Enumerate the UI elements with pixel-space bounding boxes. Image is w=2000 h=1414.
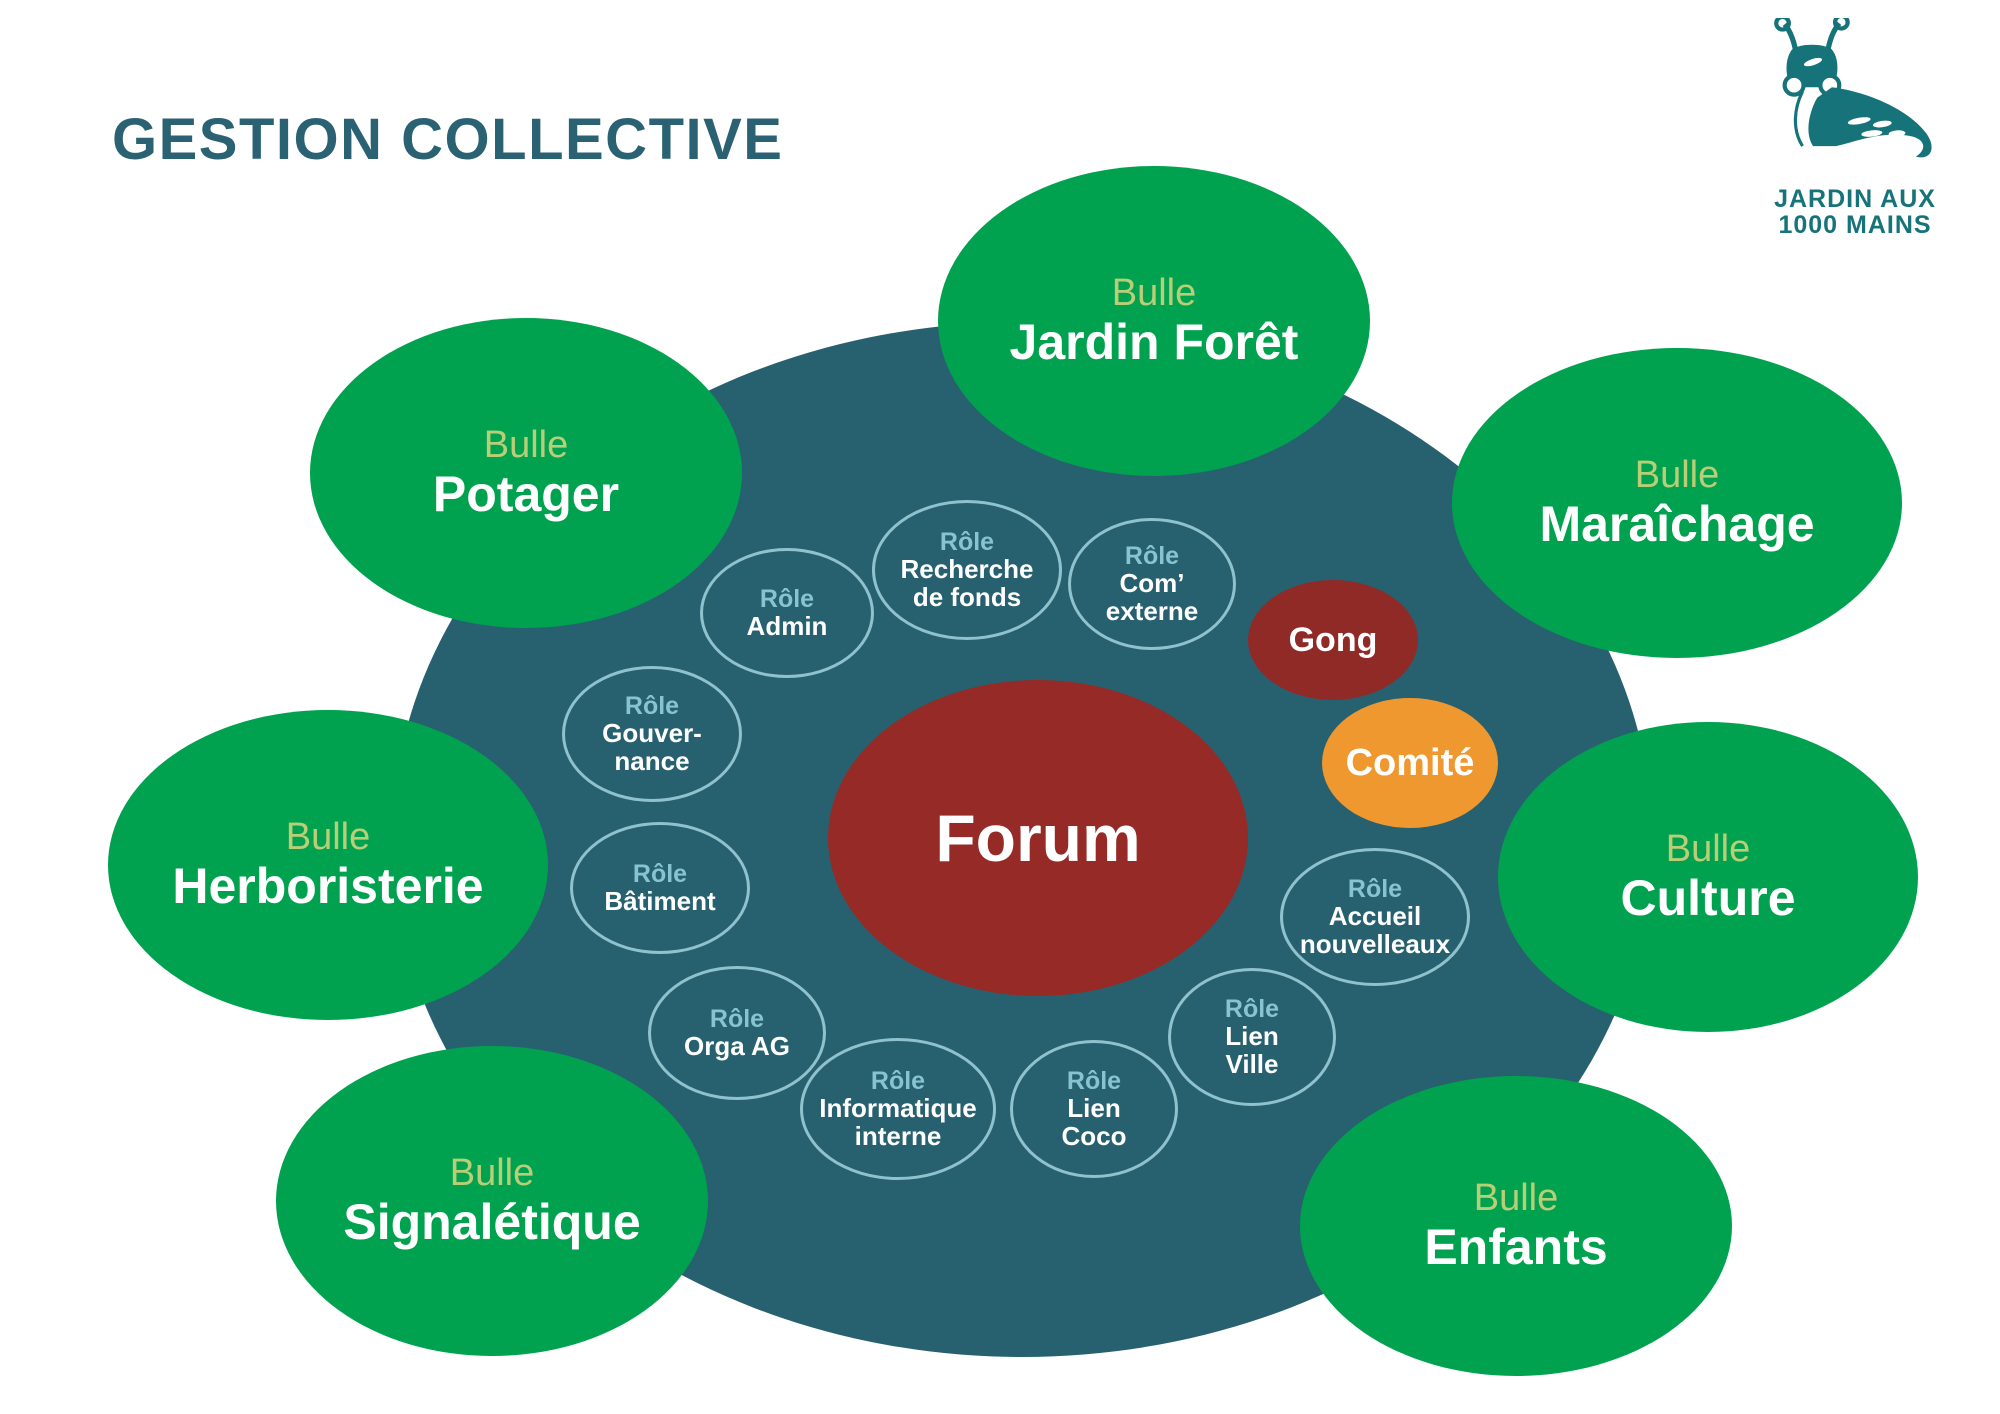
role-kind-label: Rôle [1124,541,1180,570]
role-batiment[interactable]: Rôle Bâtiment [570,822,750,954]
role-orga-ag[interactable]: Rôle Orga AG [648,966,826,1100]
bulle-kind-label: Bulle [1665,827,1751,870]
bulle-name-label: Maraîchage [1539,495,1815,552]
bulle-name-label: Enfants [1424,1218,1608,1275]
role-name-label: Orga AG [684,1031,790,1062]
comite-label: Comité [1345,741,1475,784]
role-name-label: Gouver-nance [602,718,702,777]
role-kind-label: Rôle [709,1004,765,1033]
role-kind-label: Rôle [624,691,680,720]
role-name-label: Admin [746,611,828,642]
bulle-kind-label: Bulle [285,815,371,858]
bulle-kind-label: Bulle [449,1151,535,1194]
bulle-culture[interactable]: Bulle Culture [1498,722,1918,1032]
logo-line-2: 1000 MAINS [1778,211,1932,240]
role-kind-label: Rôle [939,527,995,556]
forum-label: Forum [935,801,1141,875]
logo: JARDIN AUX 1000 MAINS [1750,18,1960,248]
bulle-name-label: Signalétique [343,1193,641,1250]
bulle-name-label: Jardin Forêt [1009,313,1299,370]
bulle-potager[interactable]: Bulle Potager [310,318,742,628]
role-name-label: Bâtiment [604,886,716,917]
bulle-name-label: Culture [1620,869,1796,926]
bulle-kind-label: Bulle [483,423,569,466]
logo-line-1: JARDIN AUX [1774,185,1936,213]
bulle-kind-label: Bulle [1111,271,1197,314]
bulle-maraichage[interactable]: Bulle Maraîchage [1452,348,1902,658]
bulle-enfants[interactable]: Bulle Enfants [1300,1076,1732,1376]
role-name-label: Com’externe [1105,568,1199,627]
role-kind-label: Rôle [1224,994,1280,1023]
role-admin[interactable]: Rôle Admin [700,548,874,678]
bulle-jardin-foret[interactable]: Bulle Jardin Forêt [938,166,1370,476]
gong-label: Gong [1288,620,1378,659]
bulle-kind-label: Bulle [1473,1176,1559,1219]
slug-icon [1774,18,1932,158]
role-kind-label: Rôle [759,584,815,613]
bulle-kind-label: Bulle [1634,453,1720,496]
role-kind-label: Rôle [1066,1066,1122,1095]
comite-node[interactable]: Comité [1322,698,1498,828]
bulle-name-label: Herboristerie [172,857,484,914]
role-kind-label: Rôle [632,859,688,888]
gong-node[interactable]: Gong [1248,580,1418,700]
bulle-name-label: Potager [432,465,620,522]
forum-node[interactable]: Forum [828,680,1248,996]
bulle-herboristerie[interactable]: Bulle Herboristerie [108,710,548,1020]
role-kind-label: Rôle [870,1066,926,1095]
role-com-externe[interactable]: Rôle Com’externe [1068,518,1236,650]
page-title: GESTION COLLECTIVE [112,107,784,172]
role-gouvernance[interactable]: Rôle Gouver-nance [562,666,742,802]
bulle-signaletique[interactable]: Bulle Signalétique [276,1046,708,1356]
role-kind-label: Rôle [1347,874,1403,903]
